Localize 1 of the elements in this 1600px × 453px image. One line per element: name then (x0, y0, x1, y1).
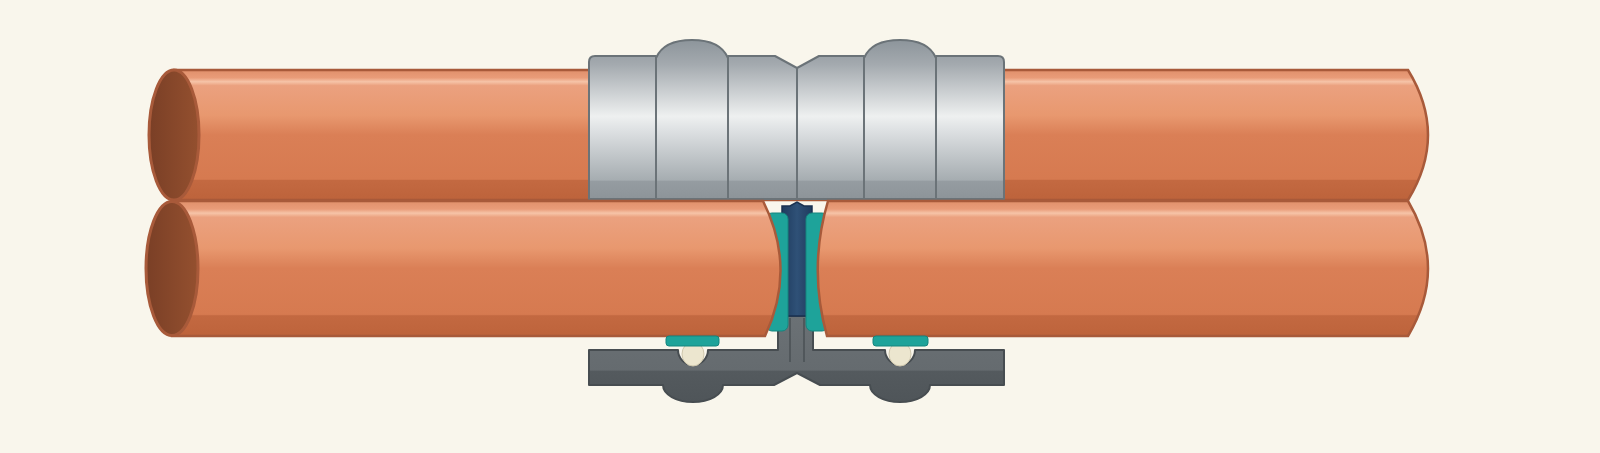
pipe-coupling-illustration (144, 39, 1430, 403)
